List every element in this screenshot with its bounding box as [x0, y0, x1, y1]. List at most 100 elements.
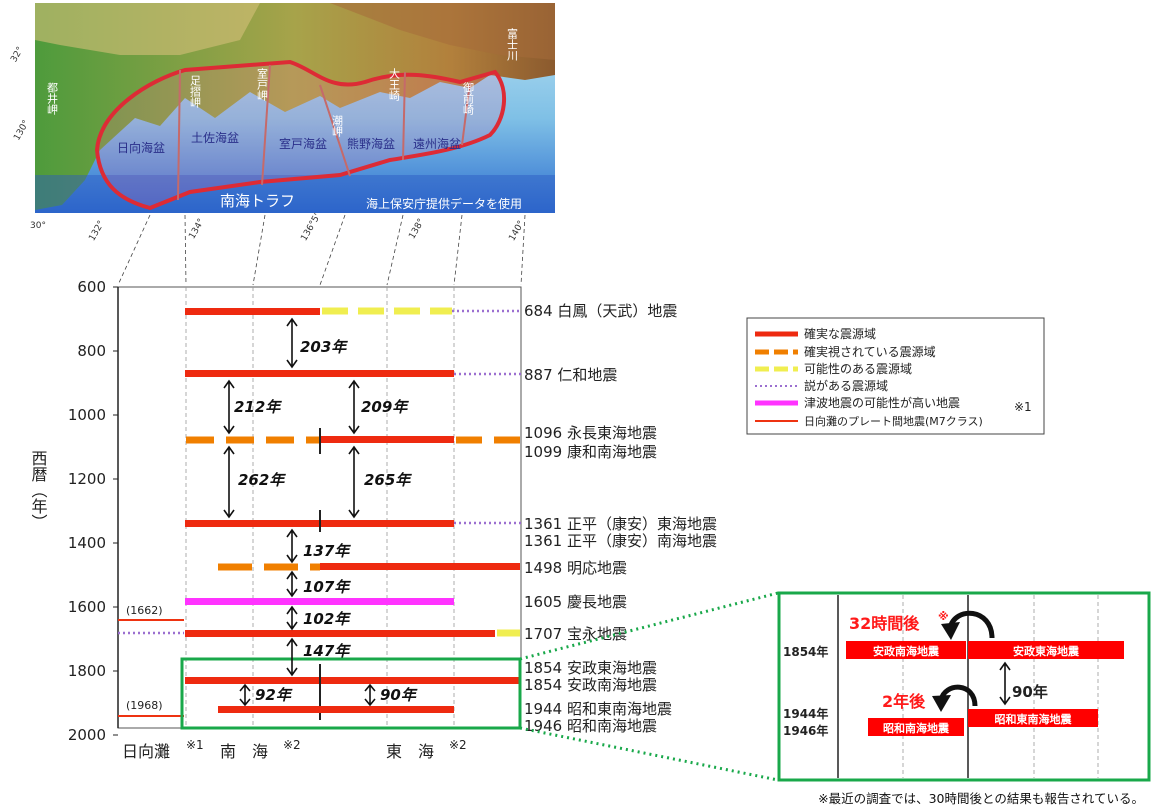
segment-dividers: [177, 64, 471, 201]
lon-label-134: 134°: [187, 217, 207, 241]
arrow-137: [286, 528, 298, 564]
y-tick-2000: 2000: [68, 726, 106, 744]
bar-1707: [185, 630, 495, 637]
interval-90: 90年: [380, 686, 418, 704]
inset-curved-arrow-32h: [947, 610, 995, 639]
y-tick-1800: 1800: [68, 662, 106, 680]
event-1605: 1605 慶長地震: [524, 593, 627, 611]
arrow-102: [286, 605, 298, 631]
lon-label-138: 138°: [407, 217, 427, 241]
map-land-highlands: [35, 3, 260, 55]
label-shionomisaki: 潮岬: [331, 114, 344, 138]
event-1498: 1498 明応地震: [524, 559, 627, 577]
legend-label-likely: 確実視されている震源域: [804, 344, 936, 359]
label-toizaki: 都井岬: [46, 82, 59, 116]
bar-1605: [185, 598, 454, 605]
event-1854-nankai: 1854 安政南海地震: [524, 676, 657, 694]
topographic-map: 都井岬 足摺岬 室戸岬 潮岬 大王崎 御前崎 富士川 日向海盆 土佐海盆 室戸海…: [9, 3, 555, 243]
inset-bar-showa-nankai: [868, 718, 964, 736]
bar-684-nankai: [185, 308, 320, 315]
bar-1096-tokai: [320, 436, 454, 443]
interval-212: 212年: [234, 398, 282, 416]
source-region-outline: [94, 59, 507, 211]
inset-gap-32h: 32時間後: [849, 614, 920, 633]
lat-label-32: 32°: [9, 45, 26, 64]
label-enshu-basin: 遠州海盆: [413, 136, 461, 151]
arrow-203: [286, 317, 298, 369]
inset-gap-90y: 90年: [1012, 683, 1048, 701]
x-label-tokai-mark: ※2: [449, 738, 467, 752]
y-tick-marks: [113, 286, 118, 736]
event-1946: 1946 昭和南海地震: [524, 717, 657, 735]
interval-265: 265年: [364, 471, 412, 489]
label-omaezaki: 御前崎: [462, 81, 475, 115]
x-region-labels: 日向灘 ※1 南 海 ※2 東 海 ※2: [122, 738, 467, 761]
bar-1854: [185, 677, 520, 684]
y-ticks: 600 800 1000 1200 1400 1600 1800 2000: [68, 278, 106, 744]
event-887: 887 仁和地震: [524, 366, 617, 384]
label-muroto-basin: 室戸海盆: [279, 136, 327, 151]
y-tick-1600: 1600: [68, 598, 106, 616]
y-tick-1400: 1400: [68, 534, 106, 552]
legend: 確実な震源域 確実視されている震源域 可能性のある震源域 説がある震源域 津波地…: [746, 317, 1045, 435]
legend-label-certain: 確実な震源域: [804, 326, 876, 341]
inset-gridlines: [902, 595, 1099, 778]
hyuga-1968-label: (1968): [126, 699, 163, 712]
arrow-209: [348, 379, 360, 435]
interval-arrows: [223, 317, 376, 707]
inset-bar-ansei-nankai-label: 安政南海地震: [873, 644, 940, 658]
x-label-hyuga-mark: ※1: [186, 738, 204, 752]
label-muroto: 室戸岬: [256, 67, 269, 102]
y-axis-label: 西暦（年）: [29, 450, 48, 530]
possible-extensions: [118, 309, 521, 635]
interval-209: 209年: [361, 398, 409, 416]
bar-1498-tokai: [320, 563, 520, 570]
legend-label-theory: 説がある震源域: [804, 378, 888, 393]
inset-bar-showa-tonankai-label: 昭和東南海地震: [995, 712, 1073, 726]
arrow-212: [223, 379, 235, 435]
label-ashizuri: 足摺岬: [189, 75, 202, 109]
bar-887: [185, 370, 454, 377]
interval-102: 102年: [303, 610, 351, 628]
label-kumano-basin: 熊野海盆: [347, 136, 395, 151]
event-1361-tokai: 1361 正平（康安）東海地震: [524, 515, 717, 533]
projection-lines: [117, 214, 526, 286]
interval-262: 262年: [238, 471, 286, 489]
arrow-92: [239, 683, 251, 707]
x-label-hyuga: 日向灘: [122, 742, 170, 761]
earthquake-history-chart: 600 800 1000 1200 1400 1600 1800 2000 西暦…: [29, 278, 717, 761]
interval-147: 147年: [303, 642, 351, 660]
lon-label-136: 136°5': [299, 212, 323, 243]
inset-curved-arrowhead-2y: [932, 695, 951, 712]
interval-labels: 203年 212年 209年 262年 265年 137年 107年 102年 …: [234, 338, 418, 704]
inset-year-1944: 1944年: [783, 706, 828, 721]
event-labels: 684 白鳳（天武）地震 887 仁和地震 1096 永長東海地震 1099 康…: [524, 302, 717, 735]
highlight-box-recent: [180, 657, 522, 730]
event-1096: 1096 永長東海地震: [524, 424, 657, 442]
inset-gap-2y: 2年後: [882, 692, 926, 711]
arrow-90: [364, 683, 376, 707]
interval-203: 203年: [300, 338, 348, 356]
y-tick-600: 600: [77, 278, 106, 296]
legend-labels: 確実な震源域 確実視されている震源域 可能性のある震源域 説がある震源域 津波地…: [804, 326, 1032, 428]
bar-1944-1946: [218, 706, 454, 713]
y-tick-1200: 1200: [68, 470, 106, 488]
event-1707: 1707 宝永地震: [524, 625, 627, 643]
chart-gridlines: [185, 287, 455, 728]
event-1854-tokai: 1854 安政東海地震: [524, 659, 657, 677]
label-daiozaki: 大王崎: [388, 67, 401, 101]
interval-107: 107年: [303, 578, 351, 596]
y-tick-1000: 1000: [68, 406, 106, 424]
legend-label-tsunami: 津波地震の可能性が高い地震: [804, 395, 960, 410]
inset-bar-showa-nankai-label: 昭和南海地震: [883, 721, 950, 735]
legend-note-mark: ※1: [1014, 400, 1032, 414]
arrow-265: [348, 445, 360, 519]
inset-curved-arrowhead-32h: [941, 622, 960, 640]
legend-box: [746, 317, 1045, 435]
inset-arrow-90y: [999, 661, 1011, 706]
label-fujikawa: 富士川: [506, 27, 519, 61]
event-1099: 1099 康和南海地震: [524, 443, 657, 461]
label-data-credit: 海上保安庁提供データを使用: [366, 196, 522, 211]
inset-bar-ansei-tokai-label: 安政東海地震: [1013, 644, 1080, 658]
inset-year-1854: 1854年: [783, 644, 828, 659]
